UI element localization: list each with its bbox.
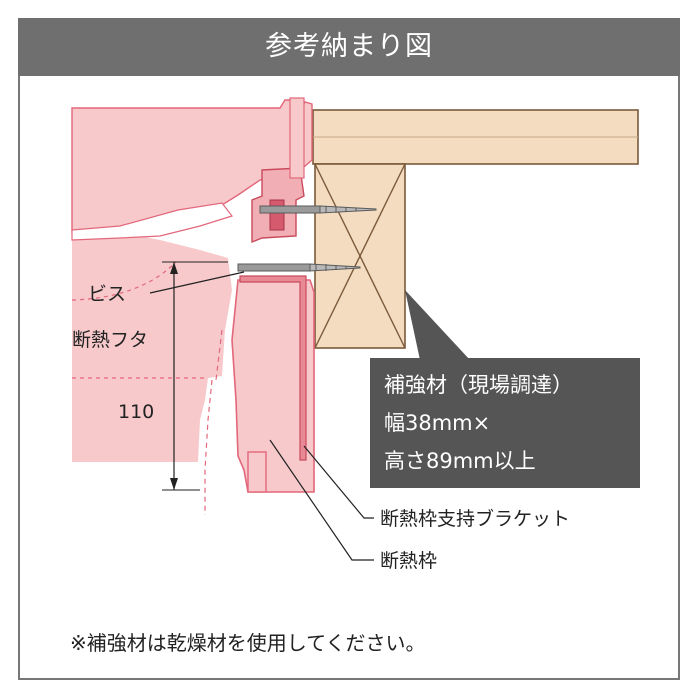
screw-label: ビス	[88, 283, 126, 305]
screw-leader	[149, 271, 245, 294]
frame-label: 断熱枠	[380, 550, 437, 572]
dimension-arrow-top	[170, 262, 178, 274]
callout-line-3: 高さ89mm以上	[384, 449, 536, 473]
callout-box	[370, 358, 640, 488]
figure-title: 参考納まり図	[18, 18, 680, 76]
footnote: ※補強材は乾燥材を使用してください。	[70, 631, 426, 655]
dimension-label: 110	[118, 401, 154, 423]
support-bracket	[239, 275, 307, 461]
frame-top-clip	[289, 97, 305, 179]
bracket-label: 断熱枠支持ブラケット	[380, 507, 570, 530]
screw-upper	[259, 205, 377, 214]
frame-leader	[269, 439, 374, 561]
bracket-leader	[303, 445, 374, 519]
dimension-arrow-bottom	[170, 478, 178, 490]
callout-line-2: 幅38mm×	[384, 411, 490, 435]
reinforcement-cross-2	[314, 163, 406, 349]
insulation-frame	[231, 279, 315, 493]
screw-lower	[237, 263, 361, 272]
lid-edge-dash	[204, 379, 213, 515]
frame-foot	[247, 451, 267, 493]
insulation-lid-lower	[72, 232, 232, 462]
lid-clip	[269, 199, 285, 231]
callout-line-1: 補強材（現場調達）	[384, 373, 573, 397]
lid-gap	[71, 202, 234, 241]
lid-label: 断熱フタ	[72, 329, 148, 351]
callout-pointer	[405, 290, 470, 360]
